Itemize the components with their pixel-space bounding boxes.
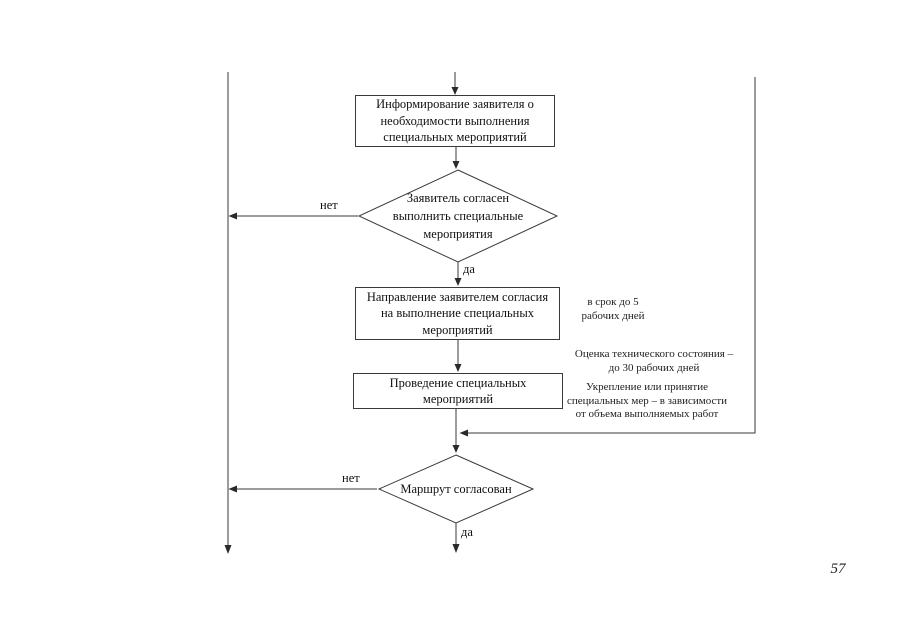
process-box-text-line: Проведение специальных: [389, 375, 527, 390]
annotation-consent-deadline: в срок до 5 рабочих дней: [563, 296, 663, 323]
annotation-line: до 30 рабочих дней: [608, 361, 700, 374]
annotation-line: специальных мер – в зависимости: [566, 394, 728, 407]
process-box-text-line: необходимости выполнения: [380, 113, 530, 128]
arrowhead-left-icon: [228, 212, 237, 220]
arrowhead-left-icon: [228, 485, 237, 493]
decision-text-line: Заявитель согласен: [406, 191, 510, 205]
process-box-text-line: Направление заявителем согласия: [366, 289, 549, 304]
process-box-text-line: мероприятий: [422, 322, 493, 337]
arrowhead-down-icon: [452, 161, 460, 169]
arrowhead-down-icon: [454, 364, 462, 372]
process-box-inform-applicant: Информирование заявителя о необходимости…: [355, 95, 555, 147]
annotation-line: Оценка технического состояния –: [574, 348, 734, 360]
annotation-reinforcement: Укрепление или принятие специальных мер …: [551, 381, 743, 422]
arrowheads: [224, 87, 468, 554]
decision-diamond-agree: [357, 169, 559, 263]
decision-text-applicant-agrees: Заявитель согласен выполнить специальные…: [373, 189, 543, 243]
edge-label-yes: да: [461, 525, 473, 539]
annotation-line: рабочих дней: [581, 309, 645, 322]
process-box-carry-out-measures: Проведение специальных мероприятий: [353, 373, 563, 409]
arrowhead-down-icon: [454, 278, 462, 286]
decision-text-route-approved: Маршрут согласован: [380, 480, 532, 498]
edge-label-no: нет: [342, 471, 360, 485]
decision-text-line: выполнить специальные: [392, 209, 524, 223]
annotation-line: в срок до 5: [587, 296, 639, 308]
arrowhead-down-icon: [452, 544, 460, 553]
arrowhead-left-icon: [459, 429, 468, 437]
process-box-text-line: Информирование заявителя о: [376, 97, 534, 112]
decision-text-line: мероприятия: [423, 227, 493, 241]
edge-label-yes: да: [463, 262, 475, 276]
decision-shapes: [357, 169, 559, 524]
annotation-line: Укрепление или принятие: [585, 381, 709, 393]
right-rail-line: [466, 77, 756, 434]
edge-label-no: нет: [320, 198, 338, 212]
arrowhead-down-icon: [452, 445, 460, 453]
annotation-line: от объема выполняемых работ: [575, 408, 719, 420]
decision-diamond-route: [377, 454, 535, 524]
arrowhead-down-icon: [451, 87, 459, 95]
process-box-text-line: на выполнение специальных: [380, 306, 535, 321]
process-box-text-line: специальных мероприятий: [383, 130, 527, 145]
page-number: 57: [830, 561, 846, 577]
process-box-send-consent: Направление заявителем согласия на выпол…: [355, 287, 560, 340]
decision-text-line: Маршрут согласован: [400, 481, 512, 496]
process-box-text-line: мероприятий: [422, 392, 494, 406]
arrowhead-down-icon: [224, 545, 232, 554]
connector-lines: [227, 72, 756, 545]
annotation-technical-assessment: Оценка технического состояния – до 30 ра…: [558, 348, 750, 375]
